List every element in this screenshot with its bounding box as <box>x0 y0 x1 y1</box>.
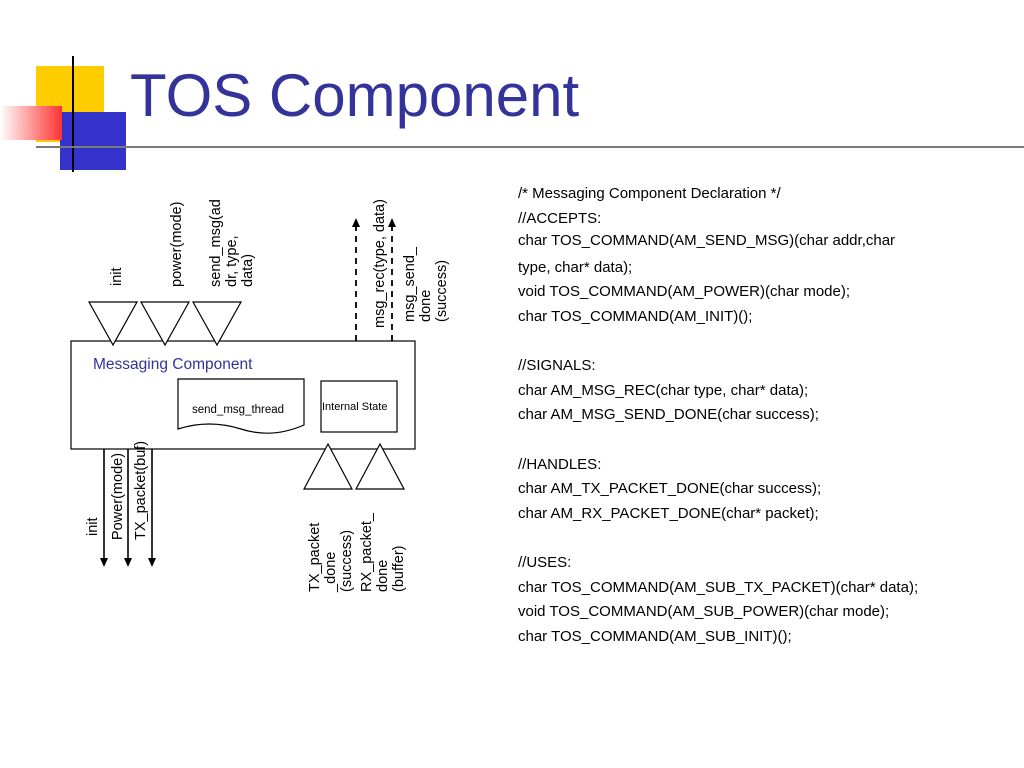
diagram-shapes <box>70 218 416 567</box>
code-line: void TOS_COMMAND(AM_SUB_POWER)(char mode… <box>518 603 890 621</box>
accept-triangle-init <box>87 301 139 347</box>
code-line: char TOS_COMMAND(AM_SEND_MSG)(char addr,… <box>518 232 896 250</box>
code-line: //USES: <box>518 553 572 571</box>
component-declaration-code: /* Messaging Component Declaration */ //… <box>518 182 998 649</box>
accept-triangle-power <box>139 301 191 347</box>
code-line <box>518 330 998 355</box>
handle-label-rx-done: RX_packet_ done (buffer) <box>359 513 407 592</box>
handle-triangle-rx-done <box>355 442 405 490</box>
code-line: //SIGNALS: <box>518 357 596 375</box>
title-divider <box>36 146 1024 148</box>
code-line <box>518 526 998 551</box>
code-line: /* Messaging Component Declaration */ <box>518 185 781 202</box>
code-line: char TOS_COMMAND(AM_SUB_INIT)(); <box>518 627 792 645</box>
code-line: char AM_TX_PACKET_DONE(char success); <box>518 480 822 498</box>
accept-label-send-msg: send_msg(ad dr, type, data) <box>208 199 256 287</box>
code-line: char AM_RX_PACKET_DONE(char* packet); <box>518 504 819 522</box>
code-line: char AM_MSG_SEND_DONE(char success); <box>518 406 819 424</box>
code-line: //ACCEPTS: <box>518 209 602 227</box>
deco-vertical-line <box>72 56 74 172</box>
code-line: void TOS_COMMAND(AM_POWER)(char mode); <box>518 283 851 301</box>
handle-triangle-tx-done <box>303 442 353 490</box>
deco-red-bar <box>0 106 62 140</box>
uses-label-power: Power(mode) <box>110 452 126 540</box>
slide-title: TOS Component <box>130 62 580 129</box>
code-line: char TOS_COMMAND(AM_INIT)(); <box>518 307 753 325</box>
signal-label-msg-send-done: msg_send_ done (success) <box>402 247 450 322</box>
handle-label-tx-done: TX_packet _done (success) <box>307 522 355 592</box>
accept-triangle-send-msg <box>191 301 243 347</box>
signal-label-msg-rec: msg_rec(type, data) <box>372 199 388 328</box>
code-line: type, char* data); <box>518 258 633 276</box>
internal-state-label: Internal State <box>322 401 388 413</box>
code-line: char AM_MSG_REC(char type, char* data); <box>518 381 809 399</box>
thread-label: send_msg_thread <box>192 404 285 416</box>
uses-label-init: init <box>85 517 101 536</box>
code-line: //HANDLES: <box>518 455 602 473</box>
accept-label-power: power(mode) <box>169 201 185 287</box>
internal-state-box <box>320 380 398 433</box>
uses-label-tx-packet: TX_packet(buf) <box>133 440 149 540</box>
accept-label-init: init <box>109 267 125 286</box>
component-label: Messaging Component <box>93 356 253 373</box>
deco-blue-square <box>60 112 126 170</box>
code-line <box>518 428 998 453</box>
thread-shape <box>177 378 305 434</box>
code-line: char TOS_COMMAND(AM_SUB_TX_PACKET)(char*… <box>518 578 919 596</box>
